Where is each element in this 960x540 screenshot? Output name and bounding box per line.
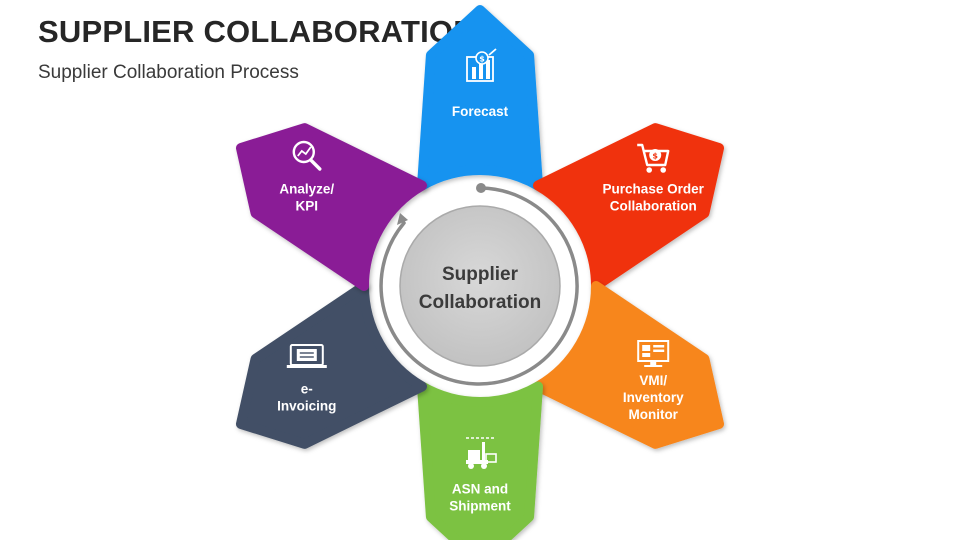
step-label-asn-line-2: Shipment bbox=[449, 499, 511, 514]
center-label-line-2: Collaboration bbox=[419, 292, 541, 313]
step-label-e-invoicing-line-1: e- bbox=[301, 382, 313, 397]
step-shape-purchase-order bbox=[533, 123, 725, 291]
step-shape-analyze bbox=[235, 123, 427, 291]
monitor-icon bbox=[637, 340, 670, 367]
step-label-vmi-line-3: Monitor bbox=[628, 407, 678, 422]
invoice-screen-icon bbox=[286, 344, 327, 368]
step-label-purchase-order-line-2: Collaboration bbox=[610, 199, 697, 214]
magnifier-chart-icon bbox=[292, 140, 322, 171]
cycle-arrowhead bbox=[397, 213, 408, 225]
center-circle bbox=[399, 205, 561, 367]
cycle-arrow-path bbox=[379, 186, 579, 386]
shopping-cart-icon: $ bbox=[637, 143, 670, 173]
step-shape-forecast bbox=[417, 5, 543, 191]
step-label-asn-line-1: ASN and bbox=[452, 482, 508, 497]
step-label-analyze-line-2: KPI bbox=[296, 199, 319, 214]
step-label-forecast-line-1: Forecast bbox=[452, 104, 509, 119]
svg-text:$: $ bbox=[652, 152, 658, 161]
step-label-purchase-order-line-1: Purchase Order bbox=[603, 182, 705, 197]
page-title: SUPPLIER COLLABORATION bbox=[38, 14, 476, 49]
step-label-vmi-line-2: Inventory bbox=[623, 390, 684, 405]
forecast-chart-icon: $ bbox=[466, 48, 497, 82]
cycle-ring bbox=[379, 183, 579, 386]
step-label-vmi-line-1: VMI/ bbox=[639, 373, 667, 388]
center-label-line-1: Supplier bbox=[442, 264, 519, 285]
step-e-invoicing: e- Invoicing bbox=[235, 281, 427, 449]
step-shape-vmi bbox=[533, 281, 725, 449]
cycle-start-dot bbox=[476, 183, 486, 193]
svg-text:$: $ bbox=[479, 55, 485, 64]
step-shape-e-invoicing bbox=[235, 281, 427, 449]
step-label-e-invoicing-line-2: Invoicing bbox=[277, 399, 336, 414]
forklift-icon bbox=[466, 437, 497, 469]
step-analyze: Analyze/KPI bbox=[235, 123, 427, 291]
step-forecast: $ Forecast bbox=[417, 5, 543, 191]
page-subtitle: Supplier Collaboration Process bbox=[38, 62, 299, 83]
step-label-analyze-line-1: Analyze/ bbox=[279, 182, 334, 197]
